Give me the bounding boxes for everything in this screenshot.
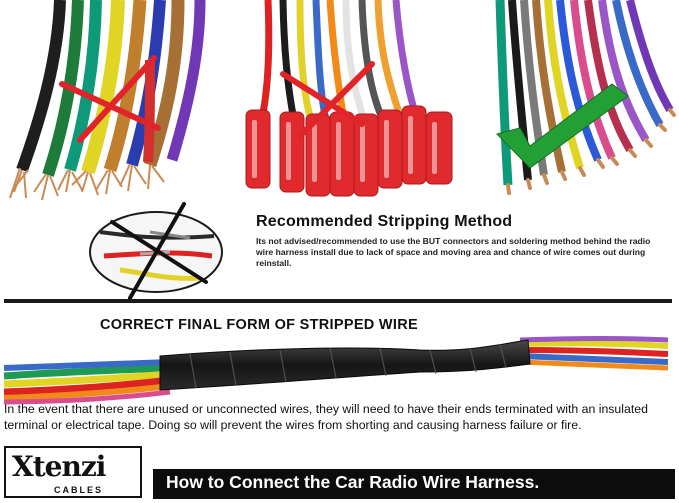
footer-title: How to Connect the Car Radio Wire Harnes… bbox=[166, 472, 540, 492]
check-mark-icon bbox=[496, 83, 629, 169]
unused-wires-note: In the event that there are unused or un… bbox=[4, 402, 648, 432]
final-form-heading: CORRECT FINAL FORM OF STRIPPED WIRE bbox=[100, 317, 418, 333]
brand-wordmark: Xtenzi bbox=[12, 450, 106, 483]
butt-connectors-photo bbox=[245, 0, 453, 197]
stripped-wires-photo bbox=[495, 0, 676, 195]
taped-harness-photo bbox=[3, 336, 669, 405]
cross-mark-icon bbox=[59, 55, 161, 143]
brand-logo: Xtenzi CABLES bbox=[4, 446, 142, 498]
section-divider bbox=[4, 299, 672, 303]
footer-banner bbox=[153, 469, 675, 499]
recommended-description: Its not advised/recommended to use the B… bbox=[256, 236, 651, 268]
prohibited-icon bbox=[89, 202, 223, 300]
cross-mark-icon bbox=[280, 61, 375, 139]
recommended-heading: Recommended Stripping Method bbox=[256, 213, 513, 230]
frayed-wires-photo bbox=[9, 0, 206, 201]
brand-subtitle: CABLES bbox=[54, 485, 104, 495]
